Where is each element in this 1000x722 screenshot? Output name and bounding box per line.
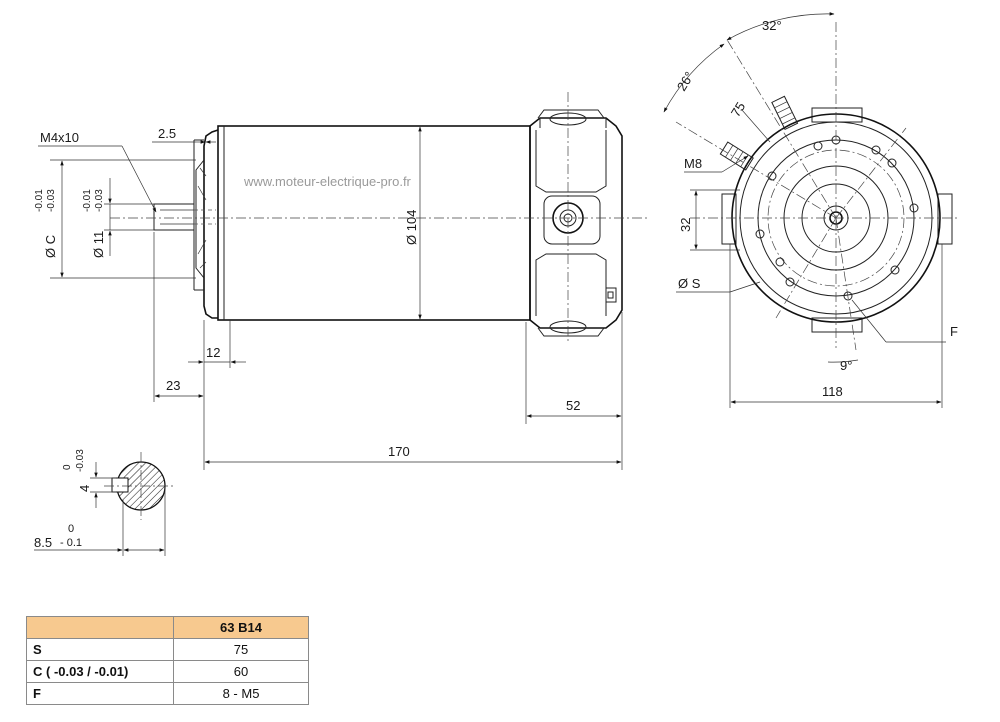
end-thread-label: M8 <box>684 156 702 171</box>
shaft-section-view: 0 -0.03 4 0 - 0.1 8.5 <box>34 449 176 556</box>
watermark-text: www.moteur-electrique-pro.fr <box>243 174 412 189</box>
angle-left: 26° <box>674 69 697 94</box>
side-view-dimensions: M4x10 2.5 Ø 104 -0.01 -0.03 Ø C -0.01 -0… <box>34 126 623 470</box>
table-row: S 75 <box>26 638 309 661</box>
depth-tol-lower: - 0.1 <box>60 537 82 549</box>
spec-key: F <box>26 682 174 705</box>
dim-height: 32 <box>678 218 693 232</box>
thread-label: M4x10 <box>40 130 79 145</box>
dim-flange-offset: 2.5 <box>158 126 176 141</box>
angle-top: 32° <box>762 18 782 33</box>
depth-tol-upper: 0 <box>68 523 74 535</box>
key-width: 4 <box>77 485 92 492</box>
spec-value: 75 <box>173 638 309 661</box>
motor-shaft <box>153 203 195 231</box>
flange-label: F <box>950 324 958 339</box>
dim-width: 118 <box>822 384 843 399</box>
dim-flange-label: Ø C <box>43 235 58 258</box>
dim-total-length: 170 <box>388 444 410 459</box>
motor-side-view <box>110 92 650 344</box>
spec-header-model: 63 B14 <box>173 616 309 639</box>
dim-rear-length: 52 <box>566 398 580 413</box>
rear-housing <box>529 117 623 329</box>
dim-terminal: 75 <box>728 99 748 119</box>
spec-value: 60 <box>173 660 309 683</box>
front-flange <box>203 129 219 319</box>
dim-shaft-label: Ø 11 <box>91 231 106 258</box>
shaft-tol-upper: -0.01 <box>82 189 93 212</box>
flange-tol-lower: -0.03 <box>46 189 57 212</box>
spec-key: S <box>26 638 174 661</box>
motor-end-view <box>675 22 960 351</box>
flange-tol-upper: -0.01 <box>34 189 45 212</box>
spec-value: 8 - M5 <box>173 682 309 705</box>
dim-body-diameter: Ø 104 <box>404 210 419 245</box>
spec-key: C ( -0.03 / -0.01) <box>26 660 174 683</box>
table-row: C ( -0.03 / -0.01) 60 <box>26 660 309 683</box>
spec-table: 63 B14 S 75 C ( -0.03 / -0.01) 60 F 8 - … <box>26 616 309 705</box>
dim-shaft-length: 23 <box>166 378 180 393</box>
key-tol-upper: 0 <box>62 464 73 470</box>
motor-body <box>217 125 531 321</box>
dim-pilot-length: 12 <box>206 345 220 360</box>
spec-header-empty <box>26 616 174 639</box>
key-tol-lower: -0.03 <box>75 449 86 472</box>
angle-bottom: 9° <box>840 358 852 373</box>
spec-table-header-row: 63 B14 <box>26 616 309 639</box>
hole-label: Ø S <box>678 276 701 291</box>
table-row: F 8 - M5 <box>26 682 309 705</box>
shaft-tol-lower: -0.03 <box>94 189 105 212</box>
depth-value: 8.5 <box>34 535 52 550</box>
